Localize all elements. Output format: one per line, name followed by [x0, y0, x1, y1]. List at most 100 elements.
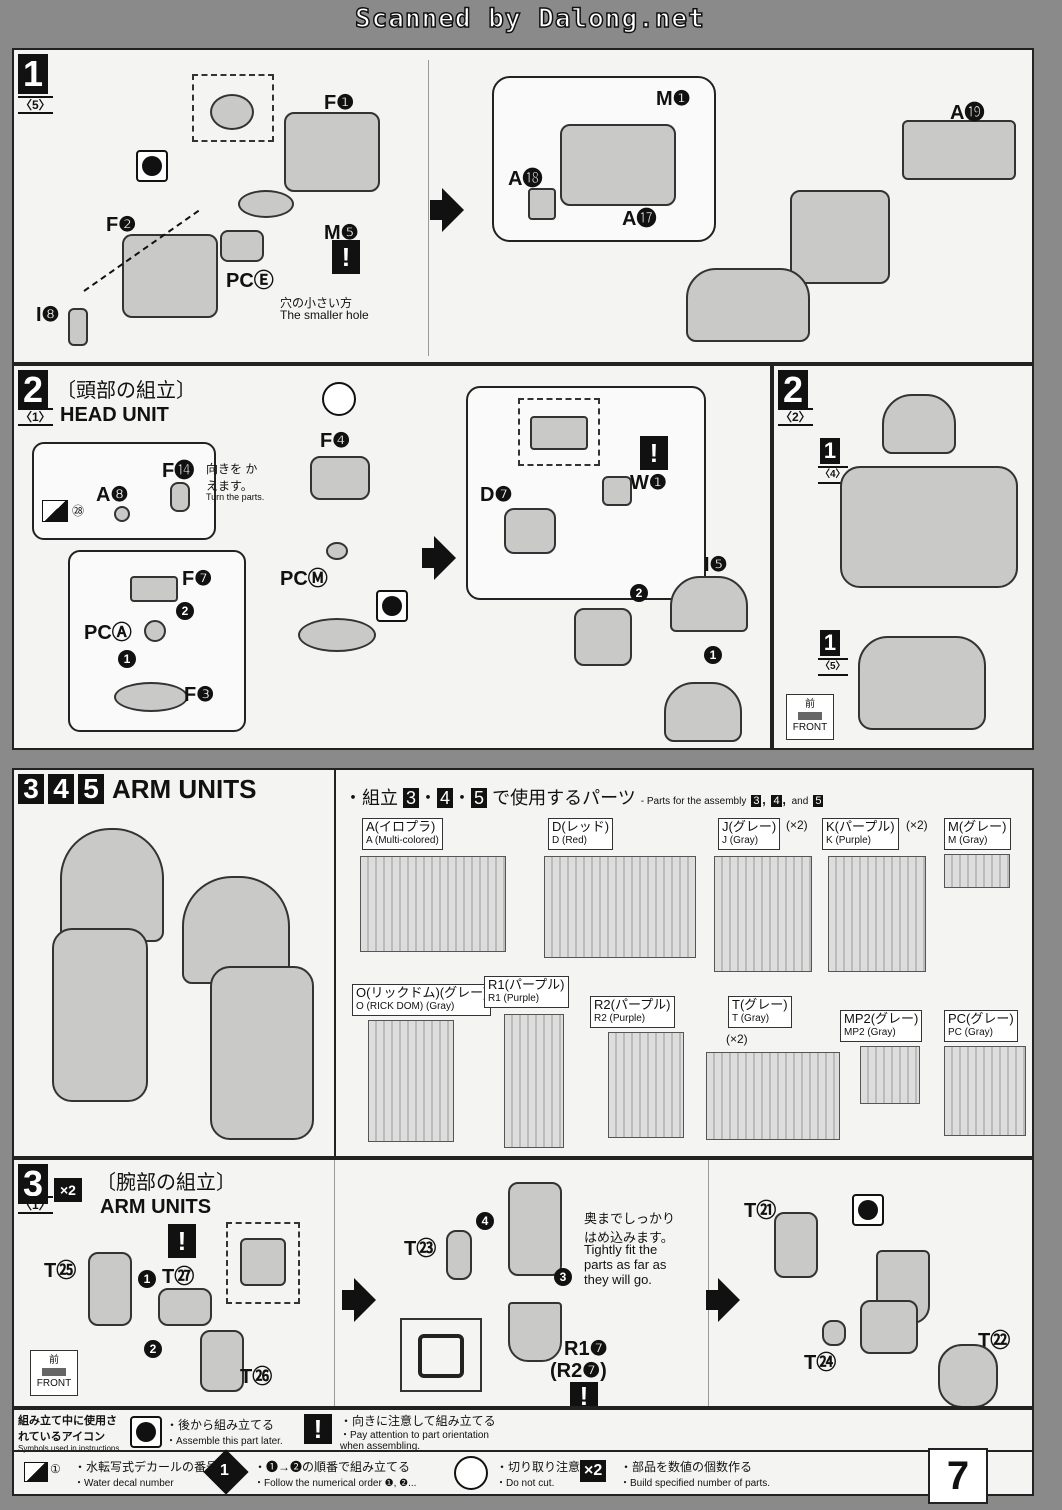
m5-part — [238, 190, 294, 218]
r17-detail-box — [400, 1318, 482, 1392]
upper-arm-part — [508, 1182, 562, 1276]
step2-sub: 〈1〉 — [18, 408, 53, 426]
order-3-marker: 3 — [554, 1268, 572, 1286]
i8-part — [68, 308, 88, 346]
runner-mp2 — [860, 1046, 920, 1104]
head-base-part — [298, 618, 376, 652]
legend-heading-jp: 組み立て中に使用されているアイコン — [18, 1415, 117, 1443]
pcm-part — [326, 542, 348, 560]
t27-detail-part — [240, 1238, 286, 1286]
legend-heading: 組み立て中に使用されているアイコン Symbols used in instru… — [18, 1412, 122, 1453]
runner-o — [368, 1020, 454, 1142]
t22-part — [938, 1344, 998, 1406]
step1-panel: 1 〈5〉 F❶ M❺ ! PCⒺ 穴の小さい方 The smaller hol… — [12, 48, 1034, 364]
legend-divider — [14, 1450, 1032, 1452]
parts-heading-en-num-5: 5 — [813, 795, 824, 807]
legend-order-icon-num: 1 — [220, 1462, 229, 1479]
i5-label: I❺ — [704, 554, 728, 576]
t24-part — [822, 1320, 846, 1346]
no-cut-icon — [322, 382, 356, 416]
t23-part — [446, 1230, 472, 1280]
divider-4 — [334, 1160, 335, 1406]
step2b-sub: 〈2〉 — [778, 408, 813, 426]
decal-icon — [42, 500, 68, 522]
parts-heading-en-num-3: 3 — [751, 795, 762, 807]
smaller-hole-note-en: The smaller hole — [280, 308, 369, 322]
m5-detail-box — [192, 74, 274, 142]
legend-later-icon — [130, 1416, 162, 1448]
a17-label: A⓱ — [622, 208, 657, 230]
front-en-2: FRONT — [36, 1378, 72, 1389]
runner-k — [828, 856, 926, 972]
elbow-part — [860, 1300, 918, 1354]
ref2-number: 1 — [820, 630, 840, 656]
step3-panel: 3 〈1〉 ×2 〔腕部の組立〕 ARM UNITS T㉕ ! T㉗ 1 2 T… — [12, 1158, 1034, 1408]
divider-1 — [428, 60, 429, 356]
parts-heading-jp2: で使用するパーツ — [492, 788, 636, 808]
front-en: FRONT — [792, 722, 828, 733]
legend-mult-icon: ×2 — [580, 1460, 607, 1482]
i8-label: I❽ — [36, 304, 60, 326]
step2b-number: 2 — [778, 370, 808, 410]
pce-label: PCⒺ — [226, 270, 274, 292]
caution-icon-1: ! — [332, 240, 360, 274]
d7-label: D❼ — [480, 484, 513, 506]
i5-part — [670, 576, 748, 632]
ref1-sub: 〈4〉 — [818, 466, 848, 484]
w1-part — [602, 476, 632, 506]
legend-mult-en: ・Build specified number of parts. — [620, 1478, 771, 1489]
order-2-marker-b: 2 — [630, 584, 648, 602]
front-indicator: 前 FRONT — [786, 694, 834, 740]
order-4-marker: 4 — [476, 1212, 494, 1230]
f3-part — [114, 682, 188, 712]
later-icon-2 — [376, 590, 408, 622]
smaller-hole-note-jp: 穴の小さい方 — [280, 296, 353, 310]
parts-heading-num-3: 3 — [403, 788, 420, 808]
runner-k-title: K(パープル)K (Purple) — [822, 818, 899, 850]
parts-heading-en-num-4: 4 — [771, 795, 782, 807]
legend-orient-jp: ・向きに注意して組み立てる — [340, 1414, 496, 1428]
step-arrow-4 — [706, 1278, 740, 1322]
f7-part — [130, 576, 178, 602]
runner-r1 — [504, 1014, 564, 1148]
runner-mp2-title: MP2(グレー)MP2 (Gray) — [840, 1010, 923, 1042]
d7-assembled-part — [574, 608, 632, 666]
order-2-marker-c: 2 — [144, 1340, 162, 1358]
tight-fit-jp: 奥までしっかり はめ込みます。 — [584, 1211, 676, 1245]
m1-label: M❶ — [656, 88, 691, 110]
f4-part — [310, 456, 370, 500]
t27-label: T㉗ — [162, 1266, 195, 1288]
parts-heading-en-and: and — [791, 796, 809, 807]
runner-m — [944, 854, 1010, 888]
front-arrow-icon — [798, 712, 822, 720]
t27-part — [158, 1288, 212, 1326]
step2-number: 2 — [18, 370, 48, 410]
runner-j-mult: (×2) — [786, 818, 808, 832]
caution-icon-4: ! — [570, 1382, 598, 1406]
runner-r2-title: R2(パープル)R2 (Purple) — [590, 996, 675, 1028]
divider-3 — [334, 770, 336, 1156]
runner-j-title: J(グレー)J (Gray) — [718, 818, 781, 850]
front-indicator-2: 前 FRONT — [30, 1350, 78, 1396]
f14-label: F⓮ — [162, 460, 195, 482]
later-icon-1 — [136, 150, 168, 182]
step2-panel: 2 〈1〉 〔頭部の組立〕 HEAD UNIT F⓮ 向きを かえます。 Tur… — [12, 364, 772, 750]
order-1-marker-c: 1 — [138, 1270, 156, 1288]
f1-label: F❶ — [324, 92, 355, 114]
step1-number: 1 — [18, 54, 48, 94]
runner-pc — [944, 1046, 1026, 1136]
w1-label: W❶ — [630, 472, 667, 494]
step3-title-jp: 〔腕部の組立〕 — [96, 1172, 236, 1194]
decal-number: ㉘ — [72, 504, 85, 518]
body-assembly-part — [790, 190, 890, 284]
turn-parts-en: Turn the parts. — [206, 492, 265, 502]
legend-decal-number: ① — [50, 1462, 61, 1476]
f4-label: F❹ — [320, 430, 351, 452]
runner-k-mult: (×2) — [906, 818, 928, 832]
t24-label: T㉔ — [804, 1352, 837, 1374]
step2b-panel: 2 〈2〉 1 〈4〉 1 〈5〉 前 FRONT — [772, 364, 1034, 750]
runner-pc-title: PC(グレー)PC (Gray) — [944, 1010, 1018, 1042]
r17-part — [508, 1302, 562, 1362]
runner-j — [714, 856, 812, 972]
a19-label: A⓳ — [950, 102, 985, 124]
